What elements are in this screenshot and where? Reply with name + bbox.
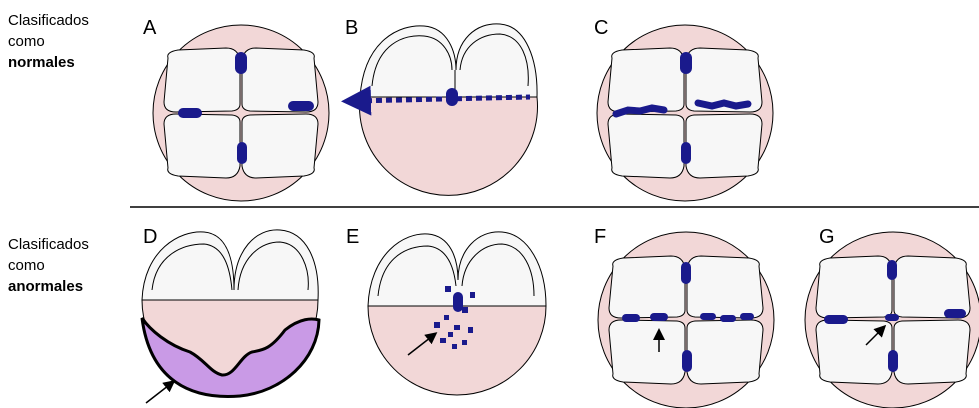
embryo-a xyxy=(153,25,329,201)
arrow-d xyxy=(146,382,173,403)
embryo-e xyxy=(368,232,546,395)
embryo-f xyxy=(598,232,774,408)
embryo-c xyxy=(597,25,773,201)
embryo-g xyxy=(805,232,979,408)
embryo-b xyxy=(356,24,538,196)
embryo-d xyxy=(142,230,319,403)
